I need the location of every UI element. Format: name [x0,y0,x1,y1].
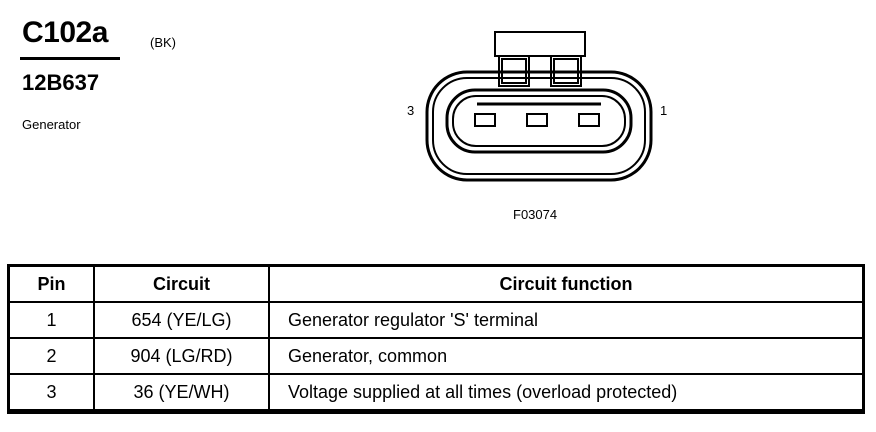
header-circuit: Circuit [93,265,270,303]
figure-id: F03074 [513,207,558,222]
cell-circuit: 36 (YE/WH) [93,373,270,411]
cell-pin: 3 [8,373,95,411]
connector-id: C102a [22,16,108,49]
pinout-table: Pin Circuit Circuit function 1 654 (YE/L… [8,265,864,411]
header-circuit-function: Circuit function [268,265,864,303]
housing-outer [425,70,653,182]
header-pin: Pin [8,265,95,303]
terminal-cavity-inner [452,95,626,147]
table-header-row: Pin Circuit Circuit function [8,265,864,303]
pin-3-label: 3 [407,103,415,118]
cell-circuit-function: Voltage supplied at all times (overload … [268,373,864,411]
table-row: 3 36 (YE/WH) Voltage supplied at all tim… [8,373,864,411]
pin-1-label: 1 [660,103,668,118]
cell-circuit-function: Generator, common [268,337,864,375]
component-name: Generator [22,117,81,132]
terminal-cavity-outer [445,88,633,154]
cell-circuit-function: Generator regulator 'S' terminal [268,301,864,339]
table-row: 1 654 (YE/LG) Generator regulator 'S' te… [8,301,864,339]
terminal-2 [526,113,548,127]
part-number: 12B637 [22,70,100,95]
table-row: 2 904 (LG/RD) Generator, common [8,337,864,375]
cell-pin: 1 [8,301,95,339]
terminal-1 [578,113,600,127]
cell-circuit: 904 (LG/RD) [93,337,270,375]
title-underline [20,57,120,60]
color-code: (BK) [150,35,176,50]
terminal-3 [474,113,496,127]
cell-pin: 2 [8,337,95,375]
cell-circuit: 654 (YE/LG) [93,301,270,339]
housing-inner [432,77,646,175]
connector-face-diagram [425,31,653,182]
